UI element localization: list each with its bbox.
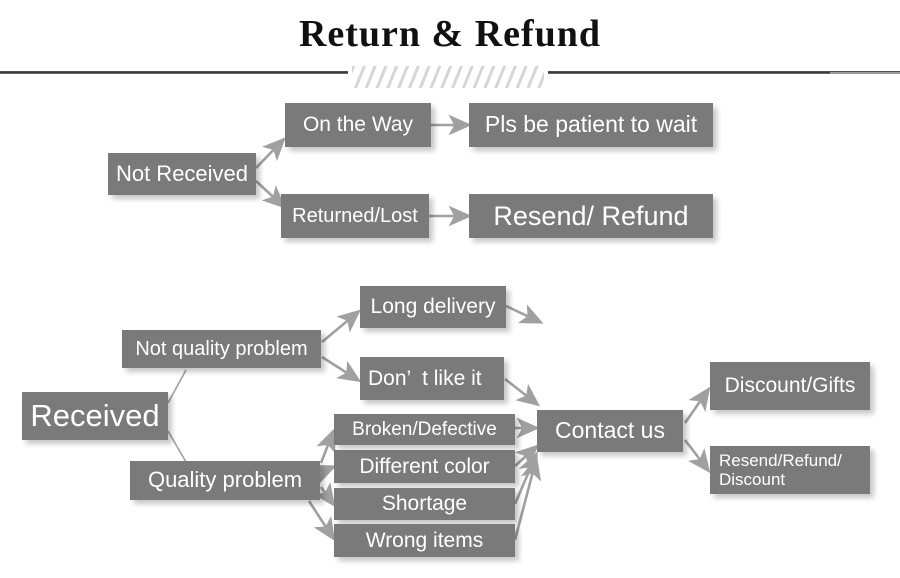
node-broken-defective[interactable]: Broken/Defective	[334, 414, 515, 445]
divider-hatch	[352, 66, 544, 88]
node-resend-refund[interactable]: Resend/ Refund	[469, 194, 713, 238]
node-discount-gifts[interactable]: Discount/Gifts	[710, 362, 870, 410]
divider-rule-left	[0, 71, 348, 74]
node-not-quality-problem[interactable]: Not quality problem	[122, 330, 321, 368]
node-not-received[interactable]: Not Received	[108, 153, 256, 195]
node-resend-refund-discount[interactable]: Resend/Refund/ Discount	[710, 446, 870, 494]
node-long-delivery[interactable]: Long delivery	[360, 286, 506, 328]
node-received[interactable]: Received	[22, 392, 168, 440]
node-wrong-items[interactable]: Wrong items	[334, 524, 515, 557]
node-different-color[interactable]: Different color	[334, 450, 515, 483]
node-on-the-way[interactable]: On the Way	[285, 103, 431, 147]
node-shortage[interactable]: Shortage	[334, 488, 515, 520]
hatched-divider-icon	[0, 66, 900, 90]
node-returned-lost[interactable]: Returned/Lost	[281, 194, 429, 238]
node-dont-like-it[interactable]: Don’ t like it	[360, 357, 504, 400]
node-pls-be-patient-to-wait[interactable]: Pls be patient to wait	[469, 103, 713, 147]
page-title: Return & Refund	[298, 13, 602, 55]
divider-rule-right	[548, 71, 900, 74]
divider-rule-tail	[830, 72, 900, 74]
node-contact-us[interactable]: Contact us	[537, 410, 683, 452]
node-quality-problem[interactable]: Quality problem	[130, 461, 320, 500]
